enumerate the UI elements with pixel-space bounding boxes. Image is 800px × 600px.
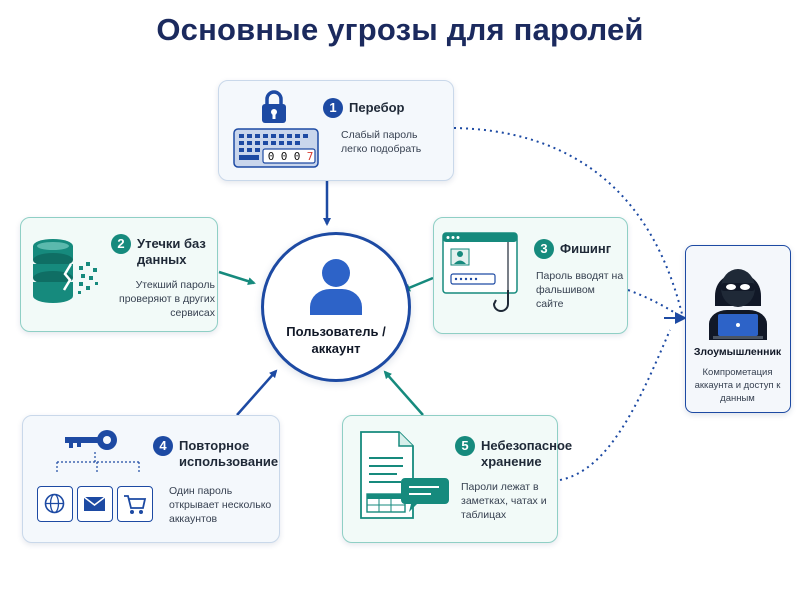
threat-card-leaks: 2 Утечки баз данных Утекший пароль прове… [20, 217, 218, 332]
arrow-storage [383, 370, 424, 416]
diagram-title: Основные угрозы для паролей [156, 12, 644, 47]
mail-icon [77, 486, 113, 522]
document-chat-icon [360, 431, 449, 519]
threat-description: Один пароль открывает несколько аккаунто… [169, 485, 272, 525]
attacker-title: Злоумышленник [693, 346, 782, 358]
fake-website-icon [442, 232, 518, 312]
threat-number-badge: 2 [111, 234, 131, 254]
threat-title: Повторное использование [179, 438, 279, 469]
key-branches [56, 452, 140, 474]
threat-card-bruteforce: 0 0 0 7 1 Перебор Слабый пароль легко по… [218, 80, 454, 181]
code-digit: 7 [306, 150, 314, 163]
threat-title: Фишинг [560, 241, 612, 256]
code-digit: 0 [267, 150, 275, 163]
code-digit: 0 [280, 150, 288, 163]
threat-card-storage: 5 Небезопасное хранение Пароли лежат в з… [342, 415, 573, 543]
dotted-link-phishing [627, 289, 684, 319]
hacker-icon [709, 269, 767, 340]
attacker-card: Злоумышленник Компрометация аккаунта и д… [685, 245, 791, 413]
arrow-leaks [218, 270, 256, 286]
code-digit: 0 [293, 150, 301, 163]
arrow-reuse [236, 369, 278, 416]
database-leak-icon [33, 239, 98, 303]
threat-description: Утекший пароль проверяют в других сервис… [119, 279, 215, 319]
threat-title: Перебор [349, 100, 405, 115]
threat-number-badge: 5 [455, 436, 475, 456]
threat-description: Пароль вводят на фальшивом сайте [536, 270, 624, 310]
keyboard-icon [233, 128, 319, 168]
padlock-icon [262, 90, 286, 123]
dotted-link-storage [559, 329, 671, 481]
threat-number-badge: 4 [153, 436, 173, 456]
threat-number-badge: 1 [323, 98, 343, 118]
threat-card-reuse: 4 Повторное использование Один пароль от… [22, 415, 280, 543]
globe-icon [37, 486, 73, 522]
threat-number-badge: 3 [534, 239, 554, 259]
user-account-label: Пользователь / аккаунт [286, 324, 386, 356]
user-account-node: Пользователь / аккаунт [261, 232, 411, 382]
threat-title: Утечки баз данных [137, 236, 206, 267]
attacker-description: Компрометация аккаунта и доступ к данным [694, 367, 781, 404]
key-icon [65, 430, 117, 450]
cart-icon [117, 486, 153, 522]
arrow-phishing [402, 276, 434, 292]
dotted-link-bruteforce [453, 127, 684, 319]
threat-description: Пароли лежат в заметках, чатах и таблица… [461, 481, 547, 521]
threat-description: Слабый пароль легко подобрать [341, 129, 422, 155]
threat-card-phishing: 3 Фишинг Пароль вводят на фальшивом сайт… [433, 217, 628, 334]
threat-title: Небезопасное хранение [481, 438, 573, 469]
user-icon [310, 259, 362, 315]
